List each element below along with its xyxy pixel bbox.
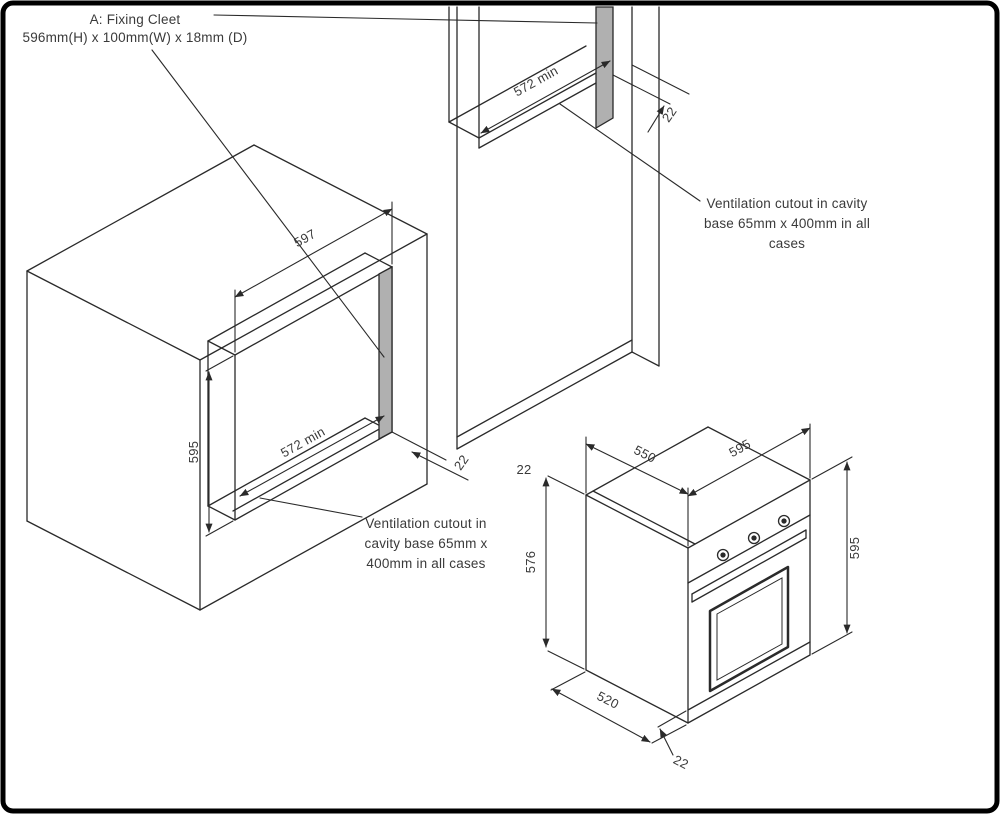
dim-arrow-lower-side-gap — [411, 451, 469, 481]
extension-line — [811, 456, 853, 480]
oven-knob — [747, 531, 761, 545]
extension-line — [631, 64, 690, 95]
dim-label-lower-cavity-width: 572 min — [278, 424, 328, 461]
oven-door-window-inner — [716, 577, 783, 681]
dim-label-lower-side-gap: 22 — [451, 452, 472, 473]
dim-line-lower-cavity-width — [239, 415, 385, 497]
dim-line-lower-opening-width — [234, 208, 393, 298]
lower-cabinet-dimensions — [205, 201, 469, 537]
dim-line-oven-width — [687, 427, 811, 497]
dim-line-tall-cavity-width — [480, 60, 611, 134]
dim-label-oven-height: 595 — [847, 537, 862, 560]
dim-label-tall-side-gap: 22 — [659, 104, 680, 125]
dim-label-lower-opening-height: 595 — [186, 441, 201, 464]
extension-line — [612, 74, 671, 105]
oven-knob — [716, 548, 730, 562]
leader-vent-right — [559, 103, 701, 202]
extension-line — [205, 355, 234, 372]
annotation-fixing-cleat-title: A: Fixing Cleet — [90, 12, 181, 27]
dim-label-oven-bottom-gap: 22 — [671, 752, 691, 772]
annotation-vent-left-line1: Ventilation cutout in — [365, 516, 486, 531]
extension-line — [811, 631, 853, 655]
dim-label-tall-cavity-width: 572 min — [511, 63, 561, 100]
dim-label-plinth-gap: 22 — [516, 462, 531, 477]
oven-door-handle — [691, 529, 807, 603]
oven-door-bottom-edge — [687, 641, 811, 711]
oven-dimensions — [542, 423, 853, 756]
oven-door-window — [708, 565, 790, 693]
extension-line — [391, 431, 447, 461]
leader-vent-left — [259, 497, 363, 518]
dim-label-lower-opening-width: 597 — [291, 226, 318, 250]
control-panel-edge — [687, 514, 811, 584]
linework — [26, 6, 853, 756]
oven — [585, 426, 811, 724]
extension-line — [205, 520, 234, 537]
annotation-vent-left-line2: cavity base 65mm x — [365, 536, 488, 551]
dim-label-oven-base-depth: 520 — [595, 688, 622, 712]
extension-line — [547, 650, 585, 670]
dim-label-oven-width: 595 — [726, 436, 753, 460]
extension-line — [550, 671, 586, 691]
annotation-vent-right-line2: base 65mm x 400mm in all — [704, 216, 870, 231]
annotation-vent-right-line3: cases — [769, 236, 805, 251]
leader-lines — [151, 14, 701, 518]
leader-fixing-cleat-lower — [151, 49, 385, 358]
dim-arrow-tall-side-gap — [647, 105, 665, 133]
dim-label-oven-body-height: 576 — [523, 551, 538, 574]
dim-arrow-oven-bottom-gap — [659, 728, 674, 756]
dim-label-oven-top-depth: 550 — [632, 442, 659, 466]
annotation-fixing-cleat-size: 596mm(H) x 100mm(W) x 18mm (D) — [22, 30, 247, 45]
dim-line-oven-base-depth — [551, 688, 651, 743]
tall-cabinet-dimensions — [480, 60, 690, 134]
annotation-vent-left-line3: 400mm in all cases — [366, 556, 485, 571]
annotation-vent-right-line1: Ventilation cutout in cavity — [707, 196, 868, 211]
leader-fixing-cleat-tall — [213, 14, 598, 24]
oven-knob — [777, 514, 791, 528]
dim-line-oven-top-depth — [585, 443, 689, 495]
extension-line — [547, 475, 585, 495]
extension-line — [651, 724, 687, 744]
diagram-text: A: Fixing Cleet 596mm(H) x 100mm(W) x 18… — [22, 12, 870, 772]
extension-line — [657, 710, 687, 728]
